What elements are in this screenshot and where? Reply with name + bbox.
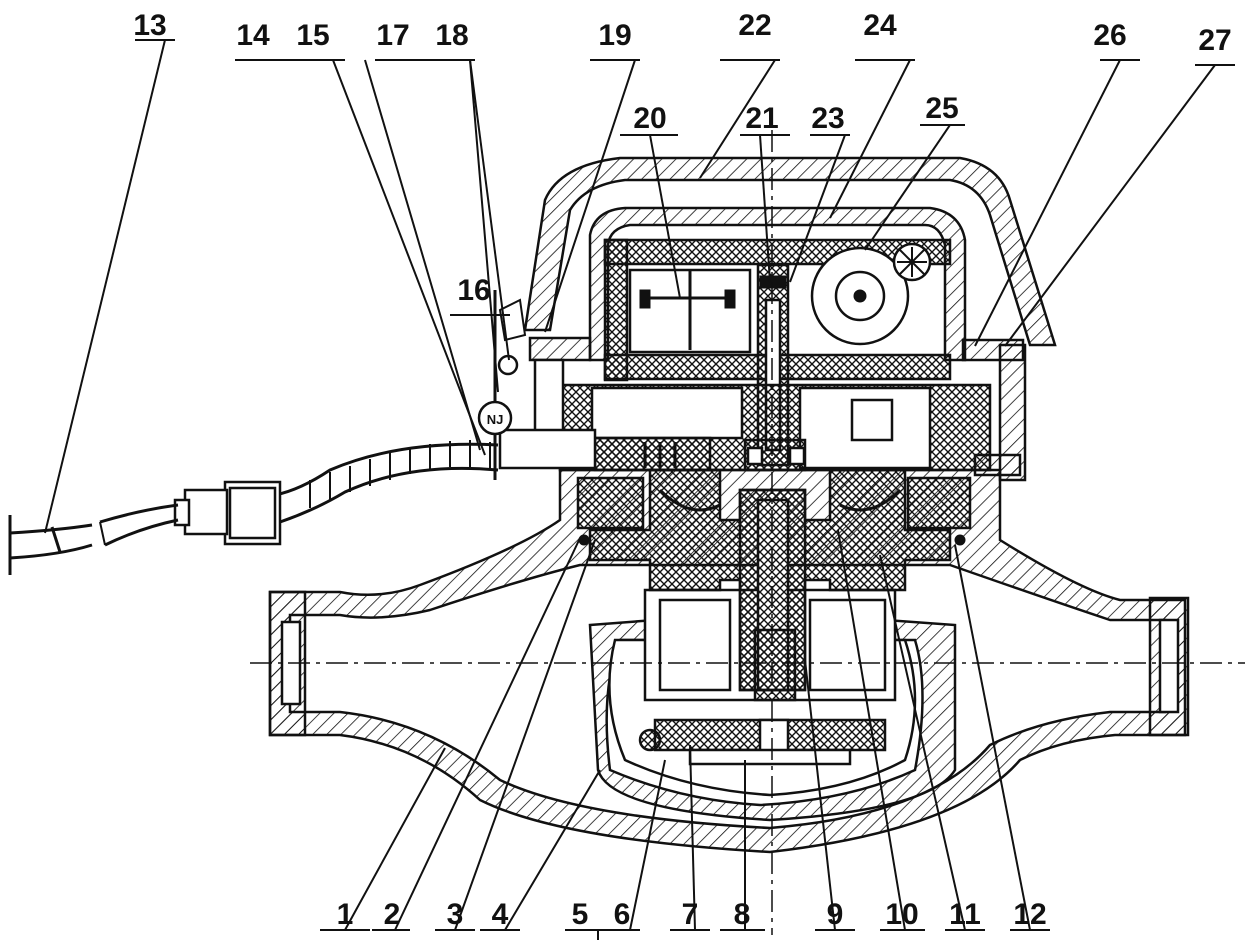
label-1: 1: [337, 898, 354, 931]
label-9: 9: [827, 898, 844, 931]
label-15: 15: [296, 19, 329, 52]
label-4: 4: [492, 898, 509, 931]
label-24: 24: [863, 9, 897, 42]
label-2: 2: [384, 898, 401, 931]
label-11: 11: [949, 898, 981, 931]
label-18: 18: [435, 19, 468, 52]
label-17: 17: [376, 19, 409, 52]
label-7: 7: [682, 898, 699, 931]
part-labels: 13 14 15 17 18 19 22 24 26 27 20 21 23 2…: [133, 9, 1231, 931]
label-25: 25: [925, 92, 958, 125]
label-20: 20: [633, 102, 666, 135]
valve-marking-circle: [477, 400, 513, 436]
leader-lines: [44, 39, 1235, 940]
label-16: 16: [457, 274, 490, 307]
label-5: 5: [572, 898, 589, 931]
register-housing: [493, 156, 1057, 482]
label-6: 6: [614, 898, 631, 931]
label-22: 22: [738, 9, 771, 42]
center-lines: [250, 130, 1245, 935]
label-8: 8: [734, 898, 751, 931]
label-23: 23: [811, 102, 844, 135]
label-19: 19: [598, 19, 631, 52]
label-3: 3: [447, 898, 464, 931]
label-14: 14: [236, 19, 270, 52]
label-13: 13: [133, 9, 166, 42]
valve-marking: NJ: [487, 412, 504, 427]
label-26: 26: [1093, 19, 1126, 52]
label-10: 10: [885, 898, 918, 931]
cable-assembly: [8, 440, 499, 575]
label-12: 12: [1013, 898, 1046, 931]
label-21: 21: [745, 102, 778, 135]
label-27: 27: [1198, 24, 1231, 57]
middle-plate: [576, 468, 972, 692]
